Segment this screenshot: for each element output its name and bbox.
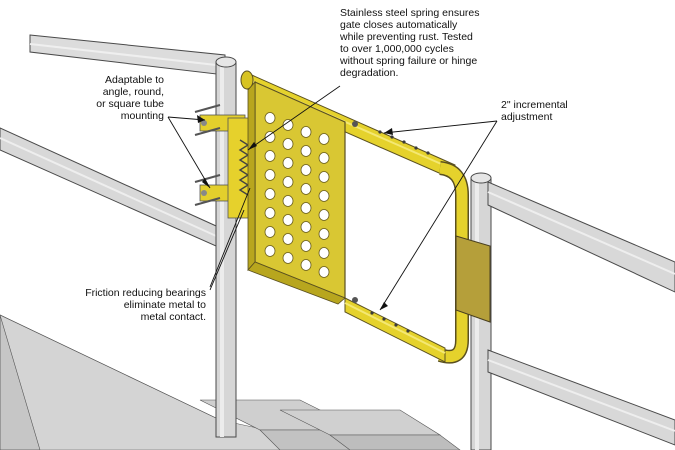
- adjustment-holes: [370, 130, 430, 333]
- panel-hole: [282, 157, 294, 169]
- panel-hole: [300, 202, 312, 214]
- mounting-line-2: angle, round,: [102, 86, 164, 98]
- bearings-line-3: metal contact.: [140, 311, 206, 323]
- panel-hole: [282, 138, 294, 150]
- mounting-line-4: mounting: [120, 110, 164, 122]
- spring-line-6: degradation.: [340, 67, 399, 79]
- panel-hole: [300, 126, 312, 138]
- arrowheads: [197, 115, 393, 310]
- spring-annotation: Stainless steel spring ensures gate clos…: [340, 7, 480, 79]
- panel-hole: [318, 133, 330, 145]
- panel-hole: [300, 259, 312, 271]
- panel-hole: [264, 245, 276, 257]
- panel-holes: [264, 112, 330, 278]
- panel-hole: [318, 171, 330, 183]
- panel-hole: [318, 152, 330, 164]
- panel-hole: [318, 209, 330, 221]
- spring-line-4: to over 1,000,000 cycles: [340, 43, 454, 55]
- panel-hole: [282, 214, 294, 226]
- spring-line-1: Stainless steel spring ensures: [340, 7, 480, 19]
- top-bolt: [352, 121, 358, 127]
- mounting-line-1: Adaptable to: [105, 74, 164, 86]
- panel-hole: [264, 188, 276, 200]
- bearings-annotation: Friction reducing bearings eliminate met…: [60, 287, 206, 323]
- right-mid-rail: [487, 349, 675, 446]
- panel-hole: [264, 112, 276, 124]
- stairs: [0, 314, 461, 450]
- spring-line-2: gate closes automatically: [340, 19, 458, 31]
- adjustment-annotation: 2" incremental adjustment: [501, 99, 568, 123]
- adjustment-line-1: 2" incremental: [501, 99, 568, 111]
- gate-bottom-tube: [344, 297, 446, 363]
- mounting-annotation: Adaptable to angle, round, or square tub…: [84, 74, 164, 122]
- spring-line-3: while preventing rust. Tested: [340, 31, 473, 43]
- panel-hole: [300, 183, 312, 195]
- panel-hole: [282, 195, 294, 207]
- panel-hole: [282, 176, 294, 188]
- panel-hole: [318, 247, 330, 259]
- leader-lines: [167, 85, 498, 311]
- panel-hole: [318, 266, 330, 278]
- spring-line-5: without spring failure or hinge: [340, 55, 478, 67]
- mounting-line-3: or square tube: [96, 98, 164, 110]
- bearings-line-1: Friction reducing bearings: [85, 287, 206, 299]
- panel-hole: [300, 145, 312, 157]
- panel-hole: [264, 131, 276, 143]
- panel-hole: [282, 119, 294, 131]
- spring: [238, 139, 250, 196]
- panel-hole: [282, 233, 294, 245]
- panel-hole: [264, 207, 276, 219]
- panel-hole: [264, 150, 276, 162]
- left-mid-rail: [0, 127, 226, 251]
- bottom-bolt: [352, 297, 358, 303]
- panel-hole: [264, 169, 276, 181]
- left-top-rail: [29, 34, 226, 76]
- panel-hole: [318, 228, 330, 240]
- gate-panel: [247, 80, 346, 305]
- adjustment-line-2: adjustment: [501, 111, 553, 123]
- bearings-line-2: eliminate metal to: [123, 299, 206, 311]
- strike-plate: [455, 235, 491, 323]
- panel-hole: [318, 190, 330, 202]
- panel-hole: [300, 221, 312, 233]
- panel-hole: [300, 240, 312, 252]
- panel-hole: [282, 252, 294, 264]
- right-top-rail: [487, 181, 675, 293]
- panel-hole: [264, 226, 276, 238]
- panel-hole: [300, 164, 312, 176]
